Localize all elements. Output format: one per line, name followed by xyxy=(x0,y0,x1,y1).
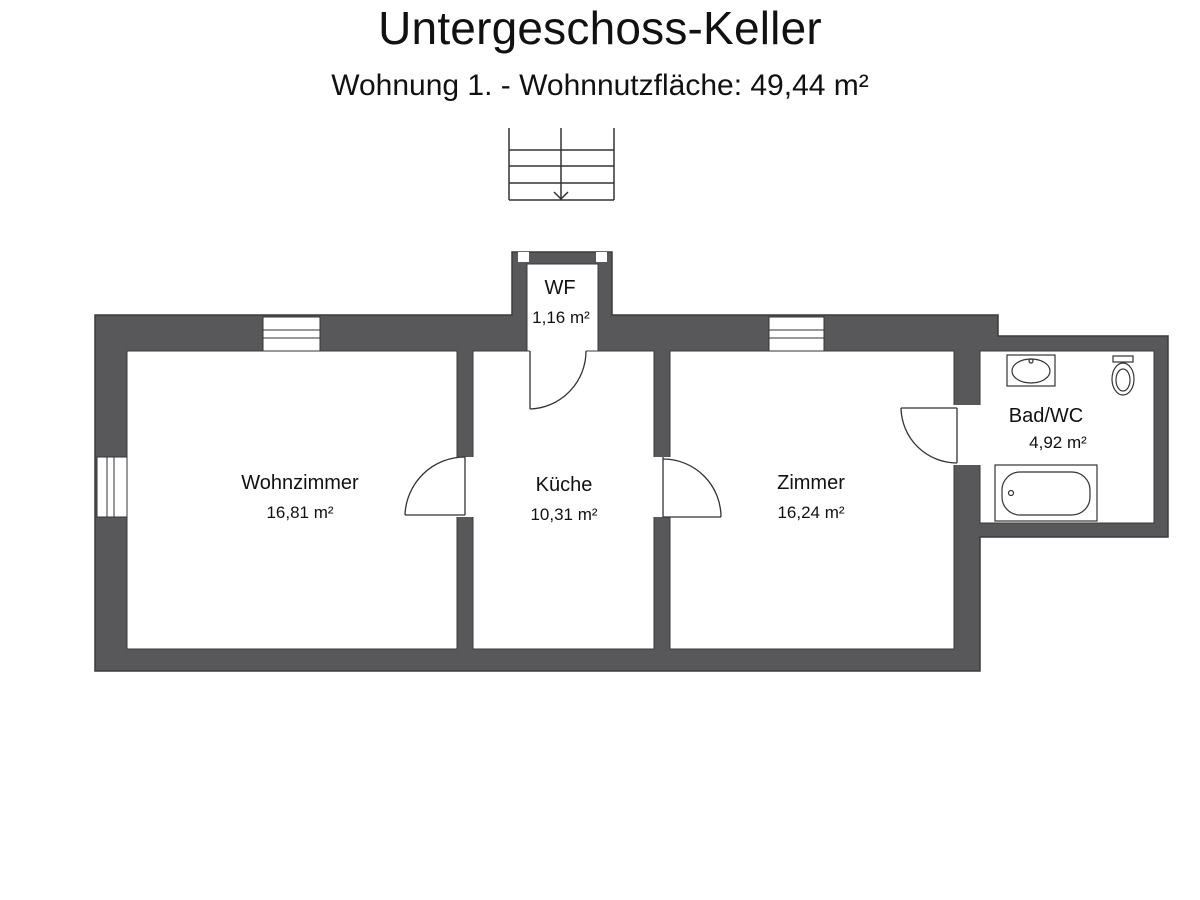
room-name: Zimmer xyxy=(777,472,845,494)
window-wohnzimmer-left xyxy=(96,456,128,518)
window-zimmer-top xyxy=(768,316,825,352)
room-label-wf: WF 1,16 m² xyxy=(532,277,590,327)
room-name: Wohnzimmer xyxy=(241,472,359,494)
plan-title: Untergeschoss-Keller xyxy=(378,2,822,54)
toilet-icon xyxy=(1111,355,1135,396)
door-kueche-zimmer xyxy=(662,457,722,518)
room-name: Küche xyxy=(536,474,593,496)
door-bad xyxy=(900,407,958,464)
door-wf xyxy=(529,350,587,410)
window-wohnzimmer-top xyxy=(262,316,321,352)
room-label-zimmer: Zimmer 16,24 m² xyxy=(777,472,845,522)
room-area: 16,81 m² xyxy=(266,503,333,522)
room-label-bad: Bad/WC 4,92 m² xyxy=(1009,405,1087,452)
room-name: WF xyxy=(544,277,575,299)
room-label-wohnzimmer: Wohnzimmer 16,81 m² xyxy=(241,472,359,522)
room-area: 10,31 m² xyxy=(530,505,597,524)
room-area: 1,16 m² xyxy=(532,308,590,327)
bathtub-icon xyxy=(994,464,1098,522)
room-floors xyxy=(126,263,1155,650)
door-wohnzimmer-kueche xyxy=(404,456,466,516)
plan-subtitle: Wohnung 1. - Wohnnutzfläche: 49,44 m² xyxy=(331,69,869,102)
floor-zimmer xyxy=(669,350,955,650)
room-name: Bad/WC xyxy=(1009,405,1083,427)
floor-wohnzimmer xyxy=(126,350,458,650)
floor-wf xyxy=(526,263,599,352)
room-label-kueche: Küche 10,31 m² xyxy=(530,474,597,524)
room-area: 4,92 m² xyxy=(1029,433,1087,452)
floor-kueche xyxy=(472,350,655,650)
room-area: 16,24 m² xyxy=(777,503,844,522)
staircase-icon xyxy=(508,128,615,201)
sink-icon xyxy=(1006,354,1056,387)
